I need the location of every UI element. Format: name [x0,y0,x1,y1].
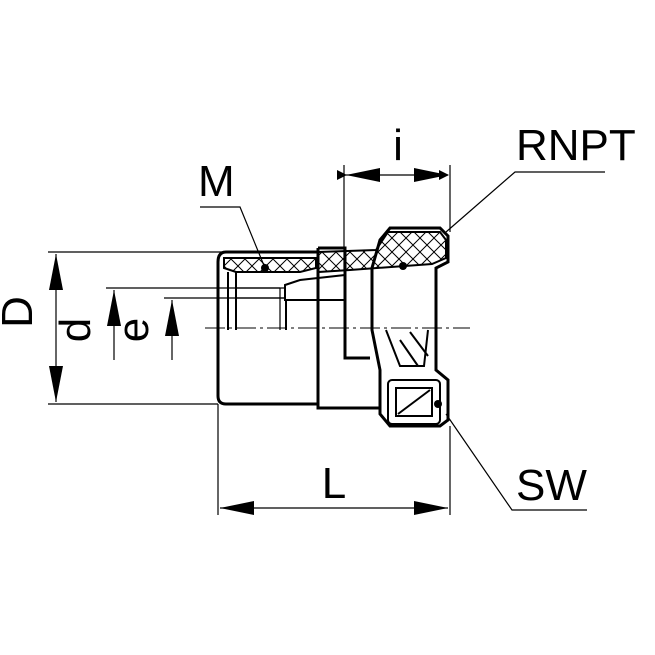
label-sw: SW [516,461,587,510]
inner-sleeve [284,273,346,330]
label-D: D [0,296,42,328]
leaders [200,171,605,511]
wrench-flat-mark [395,387,433,417]
dim-d-arrow [107,290,121,326]
hex-nut-lines [399,331,429,367]
label-e: e [109,318,158,342]
seal-dot-right [399,262,407,270]
right-hatch [317,231,447,274]
hex-nut-outline [370,226,450,428]
dimensions [48,165,451,515]
dim-L-arrow-left [220,501,254,515]
leader-SW [445,413,587,511]
left-hatch [223,257,317,273]
fitting-body [216,226,450,428]
dim-D-arrow-top [49,254,63,290]
label-L: L [322,459,346,508]
label-i: i [393,121,403,170]
label-m: M [198,157,235,206]
label-rnpt: RNPT [516,121,636,170]
leader-RNPT [445,171,605,233]
dim-i-arrow-right [414,168,448,182]
hex-nut-inner [385,329,429,367]
dim-e-arrow [165,300,179,336]
leader-M [200,206,266,269]
dim-i-arrow-left [346,168,380,182]
label-d: d [51,318,100,342]
wrench-flat-dot [434,400,442,408]
hatched-sections [223,231,447,274]
dim-D-arrow-bottom [49,366,63,402]
middle-body-outline [316,246,380,410]
dim-L-arrow-right [414,501,448,515]
